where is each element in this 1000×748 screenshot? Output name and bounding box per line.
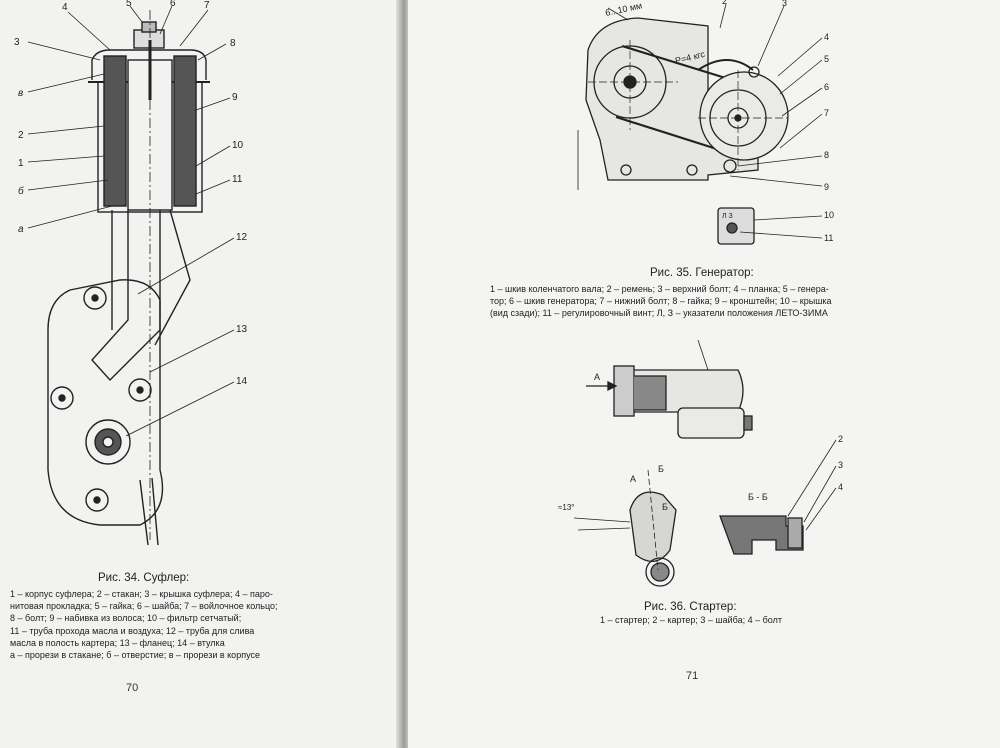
legend-line: 8 – болт; 9 – набивка из волоса; 10 – фи… bbox=[10, 613, 242, 624]
flange-hole-right bbox=[128, 378, 152, 402]
label-4: 4 bbox=[824, 32, 829, 42]
label-4: 4 bbox=[838, 482, 843, 492]
figure-36-starter-diagram: 1 А А Б Б ≈13° Б - Б 2 3 4 bbox=[558, 340, 843, 587]
label-10: 10 bbox=[824, 210, 834, 220]
flange-hole-bottom bbox=[85, 488, 109, 512]
bolt bbox=[787, 517, 803, 549]
starter-end-view bbox=[629, 491, 677, 562]
label-14: 14 bbox=[236, 376, 248, 387]
label-3: 3 bbox=[838, 460, 843, 470]
generator bbox=[699, 71, 789, 161]
lower-bolt bbox=[723, 159, 737, 173]
legend-line: масла в полость картера; 13 – фланец; 14… bbox=[10, 637, 225, 648]
label-angle: ≈13° bbox=[558, 503, 575, 512]
label-7: 7 bbox=[824, 108, 829, 118]
label-8: 8 bbox=[824, 150, 829, 160]
figure-35-legend: 1 – шкив коленчатого вала; 2 – ремень; 3… bbox=[490, 283, 832, 320]
label-a: а bbox=[18, 224, 24, 235]
label-2: 2 bbox=[838, 434, 843, 444]
drain-pipe bbox=[154, 209, 191, 346]
label-v: в bbox=[18, 88, 23, 99]
label-3: 3 bbox=[782, 0, 787, 8]
label-6: 6 bbox=[824, 82, 829, 92]
label-b-bottom: Б bbox=[662, 502, 668, 512]
label-summer-winter-marks: Л З bbox=[722, 213, 733, 220]
legend-line: 1 – корпус суфлера; 2 – стакан; 3 – крыш… bbox=[10, 589, 273, 599]
label-arrow-a: А bbox=[594, 372, 600, 382]
page-number-left: 70 bbox=[126, 682, 139, 694]
label-6: 6 bbox=[170, 0, 176, 9]
figure-35-caption: Рис. 35. Генератор: bbox=[650, 267, 754, 279]
page-number-right: 71 bbox=[686, 670, 699, 682]
label-12: 12 bbox=[236, 232, 248, 243]
label-3: 3 bbox=[14, 37, 20, 48]
label-5: 5 bbox=[126, 0, 132, 9]
figure-35-generator-diagram: 6...10 мм P=4 кгс 2 3 4 5 6 7 8 9 10 11 … bbox=[577, 0, 834, 245]
figure-34-caption: Рис. 34. Суфлер: bbox=[98, 572, 190, 584]
label-1: 1 bbox=[18, 158, 24, 169]
legend-line: нитовая прокладка; 5 – гайка; 6 – шайба;… bbox=[10, 601, 278, 612]
right-page: 6...10 мм P=4 кгс 2 3 4 5 6 7 8 9 10 11 … bbox=[408, 0, 1000, 748]
legend-line: 1 – шкив коленчатого вала; 2 – ремень; 3… bbox=[490, 284, 829, 294]
legend-line: (вид сзади); 11 – регулировочный винт; Л… bbox=[490, 308, 828, 319]
label-b-top: Б bbox=[658, 464, 664, 474]
label-4: 4 bbox=[62, 2, 68, 13]
adjusting-strap bbox=[697, 59, 754, 71]
label-2: 2 bbox=[18, 130, 24, 141]
label-9: 9 bbox=[232, 92, 238, 103]
flange-hole-left bbox=[50, 386, 74, 410]
label-2: 2 bbox=[722, 0, 727, 6]
label-8: 8 bbox=[230, 38, 236, 49]
legend-line: 1 – стартер; 2 – картер; 3 – шайба; 4 – … bbox=[600, 615, 782, 625]
hair-filling-right bbox=[173, 55, 197, 207]
legend-line: 11 – труба прохода масла и воздуха; 12 –… bbox=[10, 625, 255, 636]
label-b: б bbox=[18, 185, 24, 197]
bushing bbox=[85, 419, 131, 465]
label-5: 5 bbox=[824, 54, 829, 64]
label-10: 10 bbox=[232, 140, 244, 151]
label-11: 11 bbox=[232, 174, 243, 185]
label-a: А bbox=[630, 474, 636, 484]
figure-34-legend: 1 – корпус суфлера; 2 – стакан; 3 – крыш… bbox=[10, 588, 278, 661]
figure-34-breather-diagram: 3 4 5 6 7 8 в 9 2 10 1 б 11 а 12 13 14 bbox=[14, 0, 248, 546]
solenoid bbox=[677, 407, 745, 439]
flange bbox=[47, 279, 164, 526]
label-13: 13 bbox=[236, 324, 248, 335]
flange-hole-top bbox=[83, 286, 107, 310]
belt bbox=[615, 44, 733, 152]
label-section: Б - Б bbox=[748, 492, 768, 502]
left-page: 3 4 5 6 7 8 в 9 2 10 1 б 11 а 12 13 14 Р… bbox=[0, 0, 400, 748]
legend-line: тор; 6 – шкив генератора; 7 – нижний бол… bbox=[490, 296, 832, 307]
label-9: 9 bbox=[824, 182, 829, 192]
figure-36-caption: Рис. 36. Стартер: bbox=[644, 601, 737, 613]
label-dimension: 6...10 мм bbox=[604, 0, 643, 18]
hair-filling-left bbox=[103, 55, 127, 207]
pinion-gear bbox=[645, 557, 675, 587]
label-7: 7 bbox=[204, 0, 210, 11]
label-11: 11 bbox=[824, 233, 833, 243]
figure-36-legend: 1 – стартер; 2 – картер; 3 – шайба; 4 – … bbox=[600, 614, 782, 626]
legend-line: а – прорези в стакане; б – отверстие; в … bbox=[10, 650, 260, 661]
section-view bbox=[719, 515, 804, 555]
